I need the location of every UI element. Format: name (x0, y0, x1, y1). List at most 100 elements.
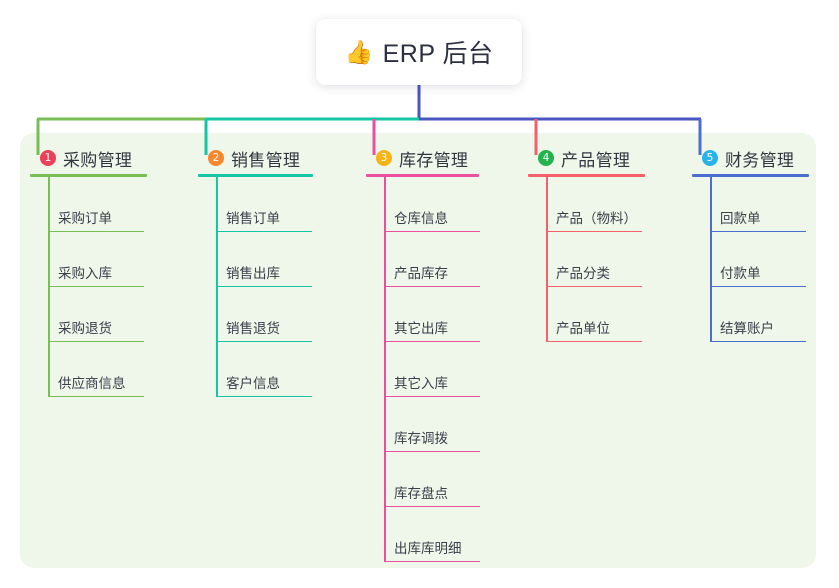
column-number-badge: 1 (40, 150, 56, 166)
leaf-node[interactable]: 库存调拨 (366, 397, 480, 452)
leaf-node-label: 其它出库 (394, 321, 448, 336)
root-node-label: ERP 后台 (382, 40, 494, 68)
leaf-node-underline (384, 560, 480, 562)
column-header-2[interactable]: 2 销售管理 (198, 147, 313, 170)
leaf-node-underline (384, 395, 480, 397)
leaf-node[interactable]: 采购订单 (30, 177, 147, 232)
diagram-background-panel (20, 133, 816, 568)
leaf-node[interactable]: 销售退货 (198, 287, 313, 342)
leaf-node[interactable]: 出库库明细 (366, 507, 480, 562)
leaf-node-label: 其它入库 (394, 376, 448, 391)
leaf-node-underline (216, 340, 312, 342)
leaf-node[interactable]: 客户信息 (198, 342, 313, 397)
leaf-node[interactable]: 库存盘点 (366, 452, 480, 507)
leaf-node[interactable]: 产品（物料） (528, 177, 645, 232)
leaf-node-label: 采购入库 (58, 266, 112, 281)
column-items: 采购订单采购入库采购退货供应商信息 (30, 177, 147, 397)
column-trunk-line (546, 177, 548, 342)
leaf-node-underline (48, 340, 144, 342)
leaf-node-underline (48, 230, 144, 232)
column-items: 产品（物料） 产品分类产品单位 (528, 177, 645, 342)
leaf-node-underline (384, 505, 480, 507)
column-header-underline (30, 174, 147, 177)
leaf-node-underline (384, 285, 480, 287)
column-title-label: 财务管理 (725, 150, 795, 170)
root-node-title: 👍 ERP 后台 (344, 34, 493, 70)
column-header-underline (692, 174, 809, 177)
column-items: 仓库信息产品库存其它出库其它入库库存调拨库存盘点出库库明细 (366, 177, 480, 562)
column-title-label: 采购管理 (63, 150, 133, 170)
leaf-node[interactable]: 销售订单 (198, 177, 313, 232)
column-header-1[interactable]: 1 采购管理 (30, 147, 147, 170)
column-number-badge: 5 (702, 150, 718, 166)
column-number-badge: 4 (538, 150, 554, 166)
leaf-node-underline (546, 230, 642, 232)
column-header-underline (528, 174, 645, 177)
leaf-node-underline (48, 395, 144, 397)
leaf-node-label: 销售退货 (226, 321, 280, 336)
leaf-node-underline (710, 340, 806, 342)
column-title-label: 库存管理 (399, 150, 469, 170)
leaf-node-underline (216, 230, 312, 232)
leaf-node-underline (384, 230, 480, 232)
leaf-node-label: 供应商信息 (58, 376, 126, 391)
column-items: 销售订单销售出库销售退货客户信息 (198, 177, 313, 397)
leaf-node-underline (384, 340, 480, 342)
leaf-node[interactable]: 付款单 (692, 232, 809, 287)
leaf-node-label: 客户信息 (226, 376, 280, 391)
column-header-4[interactable]: 4 产品管理 (528, 147, 645, 170)
leaf-node-underline (48, 285, 144, 287)
leaf-node[interactable]: 供应商信息 (30, 342, 147, 397)
leaf-node[interactable]: 采购入库 (30, 232, 147, 287)
column-title-label: 产品管理 (561, 150, 631, 170)
leaf-node-label: 库存调拨 (394, 431, 448, 446)
column-number-badge: 2 (208, 150, 224, 166)
leaf-node-label: 回款单 (720, 211, 761, 226)
column-4: 4 产品管理产品（物料） 产品分类产品单位 (528, 147, 645, 342)
column-trunk-line (48, 177, 50, 397)
column-trunk-line (710, 177, 712, 342)
column-trunk-line (384, 177, 386, 562)
leaf-node-underline (710, 285, 806, 287)
column-header-underline (198, 174, 313, 177)
leaf-node-label: 产品（物料） (556, 211, 637, 226)
column-1: 1 采购管理采购订单采购入库采购退货供应商信息 (30, 147, 147, 397)
leaf-node[interactable]: 销售出库 (198, 232, 313, 287)
column-2: 2 销售管理销售订单销售出库销售退货客户信息 (198, 147, 313, 397)
thumbs-up-icon: 👍 (344, 38, 374, 65)
leaf-node-underline (384, 450, 480, 452)
leaf-node-label: 付款单 (720, 266, 761, 281)
leaf-node-underline (546, 340, 642, 342)
column-header-5[interactable]: 5 财务管理 (692, 147, 809, 170)
column-header-underline (366, 174, 479, 177)
leaf-node[interactable]: 产品分类 (528, 232, 645, 287)
leaf-node[interactable]: 其它出库 (366, 287, 480, 342)
column-title-label: 销售管理 (231, 150, 301, 170)
leaf-node[interactable]: 其它入库 (366, 342, 480, 397)
leaf-node-label: 产品单位 (556, 321, 610, 336)
leaf-node-label: 产品分类 (556, 266, 610, 281)
leaf-node-label: 库存盘点 (394, 486, 448, 501)
leaf-node[interactable]: 仓库信息 (366, 177, 480, 232)
leaf-node-label: 结算账户 (720, 321, 774, 336)
column-trunk-line (216, 177, 218, 397)
leaf-node[interactable]: 产品库存 (366, 232, 480, 287)
leaf-node-label: 出库库明细 (394, 541, 462, 556)
leaf-node-underline (546, 285, 642, 287)
leaf-node-underline (216, 395, 312, 397)
leaf-node[interactable]: 采购退货 (30, 287, 147, 342)
column-items: 回款单付款单结算账户 (692, 177, 809, 342)
leaf-node-label: 采购退货 (58, 321, 112, 336)
root-node-card[interactable]: 👍 ERP 后台 (316, 19, 522, 85)
leaf-node[interactable]: 结算账户 (692, 287, 809, 342)
leaf-node-underline (216, 285, 312, 287)
column-5: 5 财务管理回款单付款单结算账户 (692, 147, 809, 342)
leaf-node[interactable]: 回款单 (692, 177, 809, 232)
leaf-node-label: 仓库信息 (394, 211, 448, 226)
leaf-node-label: 销售出库 (226, 266, 280, 281)
leaf-node-label: 产品库存 (394, 266, 448, 281)
leaf-node-label: 销售订单 (226, 211, 280, 226)
leaf-node[interactable]: 产品单位 (528, 287, 645, 342)
